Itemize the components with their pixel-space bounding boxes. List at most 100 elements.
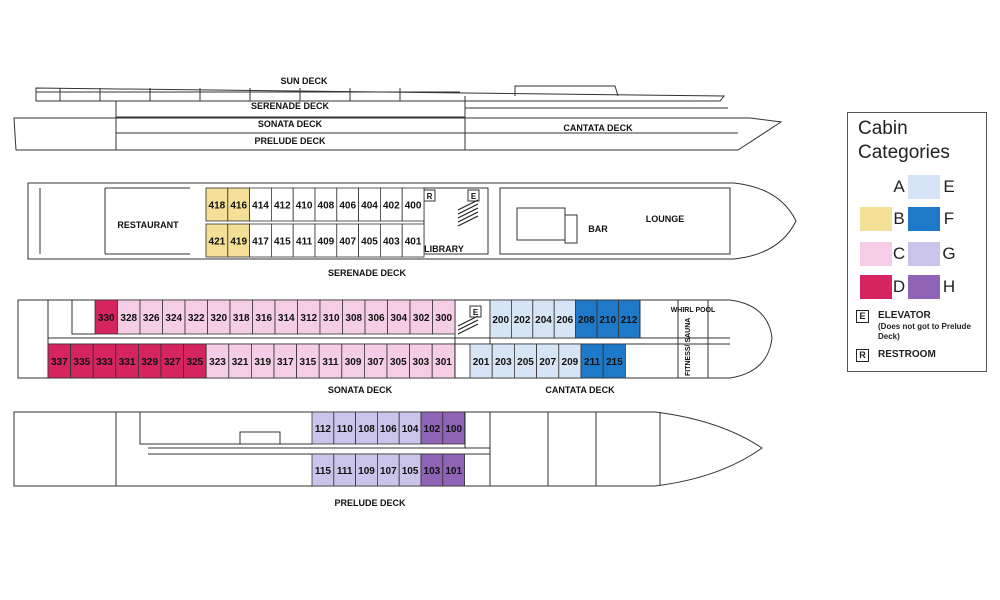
legend-item-b: B	[860, 207, 952, 231]
cabin-412-label: 412	[274, 201, 291, 212]
cabin-306-label: 306	[368, 313, 385, 324]
cabin-418-label: 418	[209, 201, 226, 212]
cabin-104-label: 104	[402, 424, 419, 435]
cabin-406-label: 406	[339, 201, 356, 212]
cabin-415-label: 415	[274, 237, 291, 248]
cabin-301-block	[431, 343, 456, 379]
legend-swatch-h	[908, 275, 940, 299]
sonata-cantata-deck: E WHIRL POOL FITNESS/ SAUNA SONATA DECK …	[17, 299, 773, 395]
cabin-312-label: 312	[300, 313, 317, 324]
prelude-deck-label: PRELUDE DECK	[334, 498, 406, 508]
cabin-320-label: 320	[210, 313, 227, 324]
cabin-212-label: 212	[621, 315, 638, 326]
cantata-top-cabins: 200 202 204 206 208 210 212	[489, 299, 641, 339]
legend-letter-c: C	[892, 244, 906, 263]
serenade-deck-label: SERENADE DECK	[328, 268, 407, 278]
cabin-102-label: 102	[424, 424, 441, 435]
legend-item-d: D	[860, 275, 952, 299]
sonata-elevator-symbol: E	[473, 308, 479, 317]
cabin-314-label: 314	[278, 313, 295, 324]
legend-elevator-note: (Does not got to Prelude Deck)	[878, 322, 971, 341]
legend-item-e: E	[908, 175, 1000, 199]
cabin-417-label: 417	[252, 237, 269, 248]
legend-restroom-symbol: R	[856, 349, 869, 362]
cabin-101-block	[442, 453, 465, 487]
cabin-305-label: 305	[390, 357, 407, 368]
cabin-200-label: 200	[492, 315, 509, 326]
profile-serenade-label: SERENADE DECK	[251, 101, 330, 111]
cabin-321-label: 321	[232, 357, 249, 368]
cabin-203-label: 203	[495, 357, 512, 368]
cabin-300-label: 300	[435, 313, 452, 324]
cabin-333-label: 333	[96, 357, 113, 368]
legend-swatch-c	[860, 242, 892, 266]
whirlpool-label: WHIRL POOL	[671, 307, 716, 314]
cabin-307-label: 307	[367, 357, 384, 368]
cabin-400-label: 400	[405, 201, 422, 212]
cabin-408-label: 408	[318, 201, 335, 212]
cabin-304-label: 304	[390, 313, 407, 324]
legend-letter-d: D	[892, 277, 906, 296]
cabin-319-label: 319	[254, 357, 271, 368]
cabin-103-label: 103	[424, 466, 441, 477]
cabin-401-label: 401	[405, 237, 422, 248]
cabin-105-label: 105	[402, 466, 419, 477]
cabin-331-label: 331	[119, 357, 136, 368]
cabin-335-label: 335	[74, 357, 91, 368]
cabin-111-label: 111	[337, 466, 353, 477]
cabin-405-label: 405	[361, 237, 378, 248]
serenade-stair-icon	[457, 199, 479, 227]
cabin-110-label: 110	[337, 424, 354, 435]
cabin-204-label: 204	[535, 315, 552, 326]
legend-item-g: G	[908, 242, 1000, 266]
cabin-212-block	[618, 299, 641, 339]
cabin-301-label: 301	[435, 357, 452, 368]
cabin-325-label: 325	[187, 357, 204, 368]
cabin-416-label: 416	[230, 201, 247, 212]
legend-swatch-b	[860, 207, 892, 231]
sonata-deck-label: SONATA DECK	[328, 385, 393, 395]
cabin-202-label: 202	[514, 315, 531, 326]
library-label: LIBRARY	[424, 244, 464, 254]
legend-swatch-d	[860, 275, 892, 299]
fitness-label: FITNESS/ SAUNA	[685, 318, 692, 376]
restaurant-label: RESTAURANT	[117, 220, 179, 230]
cabin-402-label: 402	[383, 201, 400, 212]
legend-letter-f: F	[943, 209, 955, 228]
cabin-208-label: 208	[578, 315, 595, 326]
cabin-207-label: 207	[539, 357, 556, 368]
legend-elevator-symbol: E	[856, 310, 869, 323]
legend-letter-h: H	[942, 277, 956, 296]
cabin-109-label: 109	[358, 466, 375, 477]
serenade-deck: E R RESTAURANT LIBRARY BAR LOUNGE SERENA…	[27, 182, 797, 278]
cabin-201-label: 201	[473, 357, 490, 368]
cabin-310-label: 310	[323, 313, 340, 324]
cabin-421-label: 421	[209, 237, 226, 248]
cabin-100-label: 100	[445, 424, 462, 435]
cabin-403-label: 403	[383, 237, 400, 248]
cabin-300-block	[432, 299, 456, 335]
cabin-206-label: 206	[557, 315, 574, 326]
legend-title: Cabin Categories	[858, 118, 950, 163]
cabin-400-block	[401, 187, 425, 222]
cabin-330-label: 330	[98, 313, 115, 324]
cabin-categories-legend: Cabin Categories A E B F C G D H E ELEVA…	[847, 112, 987, 372]
cabin-419-label: 419	[230, 237, 247, 248]
sun-deck-label: SUN DECK	[280, 76, 328, 86]
ship-profile: SUN DECK SERENADE DECK SONATA DECK PRELU…	[13, 76, 783, 151]
cabin-210-label: 210	[599, 315, 616, 326]
profile-cantata-label: CANTATA DECK	[563, 123, 633, 133]
cabin-215-label: 215	[606, 357, 623, 368]
cabin-205-label: 205	[517, 357, 534, 368]
cantata-deck-label: CANTATA DECK	[545, 385, 615, 395]
cabin-101-label: 101	[445, 466, 462, 477]
legend-letter-e: E	[943, 177, 955, 196]
legend-letter-g: G	[942, 244, 956, 263]
